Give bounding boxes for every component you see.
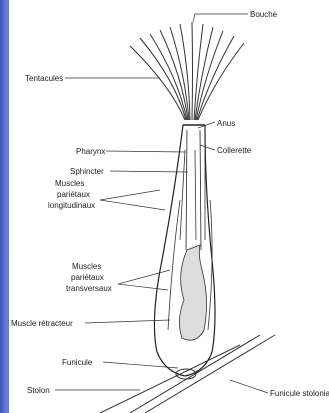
label-funicule-stolonial: Funicule stolonial xyxy=(270,389,329,398)
label-collerette: Collerette xyxy=(217,146,252,155)
label-muscle-retracteur: Muscle rétracteur xyxy=(11,319,73,328)
label-muscles-trans-3: transversaux xyxy=(66,284,112,293)
label-stolon: Stolon xyxy=(27,386,50,395)
label-muscles-long-2: pariétaux xyxy=(57,190,90,199)
label-muscles-long-1: Muscles xyxy=(55,179,84,188)
label-bouche: Bouche xyxy=(250,10,278,19)
label-muscles-long-3: longitudinaux xyxy=(48,201,95,210)
label-pharynx: Pharynx xyxy=(76,147,105,156)
stolon xyxy=(100,335,275,413)
label-muscles-trans-1: Muscles xyxy=(72,262,101,271)
bryozoan-diagram: Bouche Tentacules Anus Collerette Pharyn… xyxy=(9,0,329,413)
label-tentacules: Tentacules xyxy=(25,74,63,83)
label-funicule: Funicule xyxy=(62,358,93,367)
digestive-tract xyxy=(168,150,212,340)
label-sphincter: Sphincter xyxy=(70,167,104,176)
label-anus: Anus xyxy=(217,119,235,128)
label-muscles-trans-2: pariétaux xyxy=(71,273,104,282)
tentacles xyxy=(130,22,244,120)
